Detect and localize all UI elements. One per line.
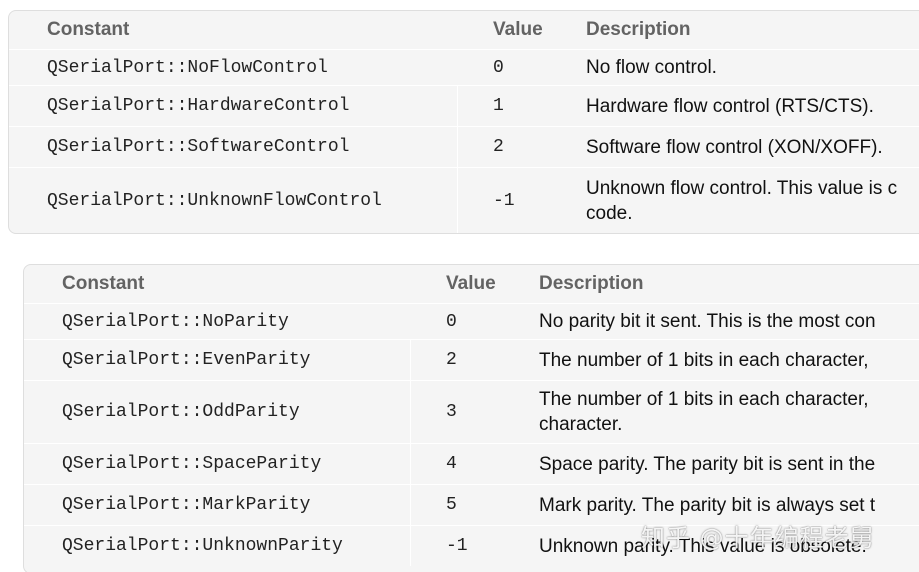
constant-cell: QSerialPort::UnknownFlowControl	[47, 191, 382, 211]
column-divider	[410, 340, 411, 380]
value-cell: 5	[446, 495, 457, 515]
table-header: Constant Value Description	[9, 11, 919, 49]
constant-cell: QSerialPort::SpaceParity	[62, 454, 322, 474]
table-row: QSerialPort::SpaceParity 4 Space parity.…	[24, 443, 919, 484]
description-cell: Software flow control (XON/XOFF).	[586, 136, 883, 158]
description-cell: No flow control.	[586, 57, 717, 78]
description-line: Unknown flow control. This value is c	[586, 178, 898, 199]
header-value: Value	[493, 19, 543, 40]
table-header: Constant Value Description	[24, 265, 919, 303]
column-divider	[457, 168, 458, 233]
value-cell: -1	[493, 191, 515, 211]
description-cell: Unknown flow control. This value is c co…	[586, 168, 898, 233]
description-cell: Hardware flow control (RTS/CTS).	[586, 95, 874, 117]
description-cell: The number of 1 bits in each character,	[539, 349, 869, 371]
constant-cell: QSerialPort::SoftwareControl	[47, 137, 350, 157]
constant-cell: QSerialPort::OddParity	[62, 402, 300, 422]
constant-cell: QSerialPort::HardwareControl	[47, 96, 350, 116]
value-cell: 1	[493, 96, 504, 116]
constant-cell: QSerialPort::NoParity	[62, 311, 289, 332]
table-row: QSerialPort::UnknownFlowControl -1 Unkno…	[9, 167, 919, 233]
column-divider	[457, 127, 458, 167]
header-description: Description	[539, 273, 644, 294]
table-row: QSerialPort::OddParity 3 The number of 1…	[24, 380, 919, 443]
description-cell: The number of 1 bits in each character, …	[539, 381, 869, 443]
header-value: Value	[446, 273, 496, 294]
value-cell: 3	[446, 402, 457, 422]
value-cell: 4	[446, 454, 457, 474]
header-constant: Constant	[62, 273, 145, 294]
flow-control-table: Constant Value Description QSerialPort::…	[8, 10, 919, 234]
description-cell: No parity bit it sent. This is the most …	[539, 311, 876, 332]
constant-cell: QSerialPort::NoFlowControl	[47, 57, 328, 78]
constant-cell: QSerialPort::UnknownParity	[62, 536, 343, 556]
description-cell: Mark parity. The parity bit is always se…	[539, 494, 876, 516]
description-line: The number of 1 bits in each character,	[539, 389, 869, 410]
table-row: QSerialPort::NoFlowControl 0 No flow con…	[9, 49, 919, 85]
table-row: QSerialPort::UnknownParity -1 Unknown pa…	[24, 525, 919, 566]
parity-table: Constant Value Description QSerialPort::…	[23, 264, 919, 572]
value-cell: 2	[446, 350, 457, 370]
table-row: QSerialPort::MarkParity 5 Mark parity. T…	[24, 484, 919, 525]
column-divider	[410, 485, 411, 525]
value-cell: -1	[446, 536, 468, 556]
value-cell: 0	[493, 57, 504, 78]
watermark: 知乎 @十年编程老舅	[641, 524, 875, 552]
column-divider	[410, 444, 411, 484]
column-divider	[410, 381, 411, 443]
value-cell: 0	[446, 311, 457, 332]
table-row: QSerialPort::EvenParity 2 The number of …	[24, 339, 919, 380]
constant-cell: QSerialPort::EvenParity	[62, 350, 311, 370]
description-cell: Space parity. The parity bit is sent in …	[539, 453, 876, 475]
table-row: QSerialPort::HardwareControl 1 Hardware …	[9, 85, 919, 126]
column-divider	[410, 526, 411, 566]
column-divider	[457, 86, 458, 126]
header-constant: Constant	[47, 19, 130, 40]
description-cell: Unknown parity. This value is obsolete.	[539, 535, 867, 557]
header-description: Description	[586, 19, 691, 40]
table-row: QSerialPort::SoftwareControl 2 Software …	[9, 126, 919, 167]
constant-cell: QSerialPort::MarkParity	[62, 495, 311, 515]
table-row: QSerialPort::NoParity 0 No parity bit it…	[24, 303, 919, 339]
description-line: character.	[539, 414, 623, 435]
value-cell: 2	[493, 137, 504, 157]
description-line: code.	[586, 203, 633, 224]
